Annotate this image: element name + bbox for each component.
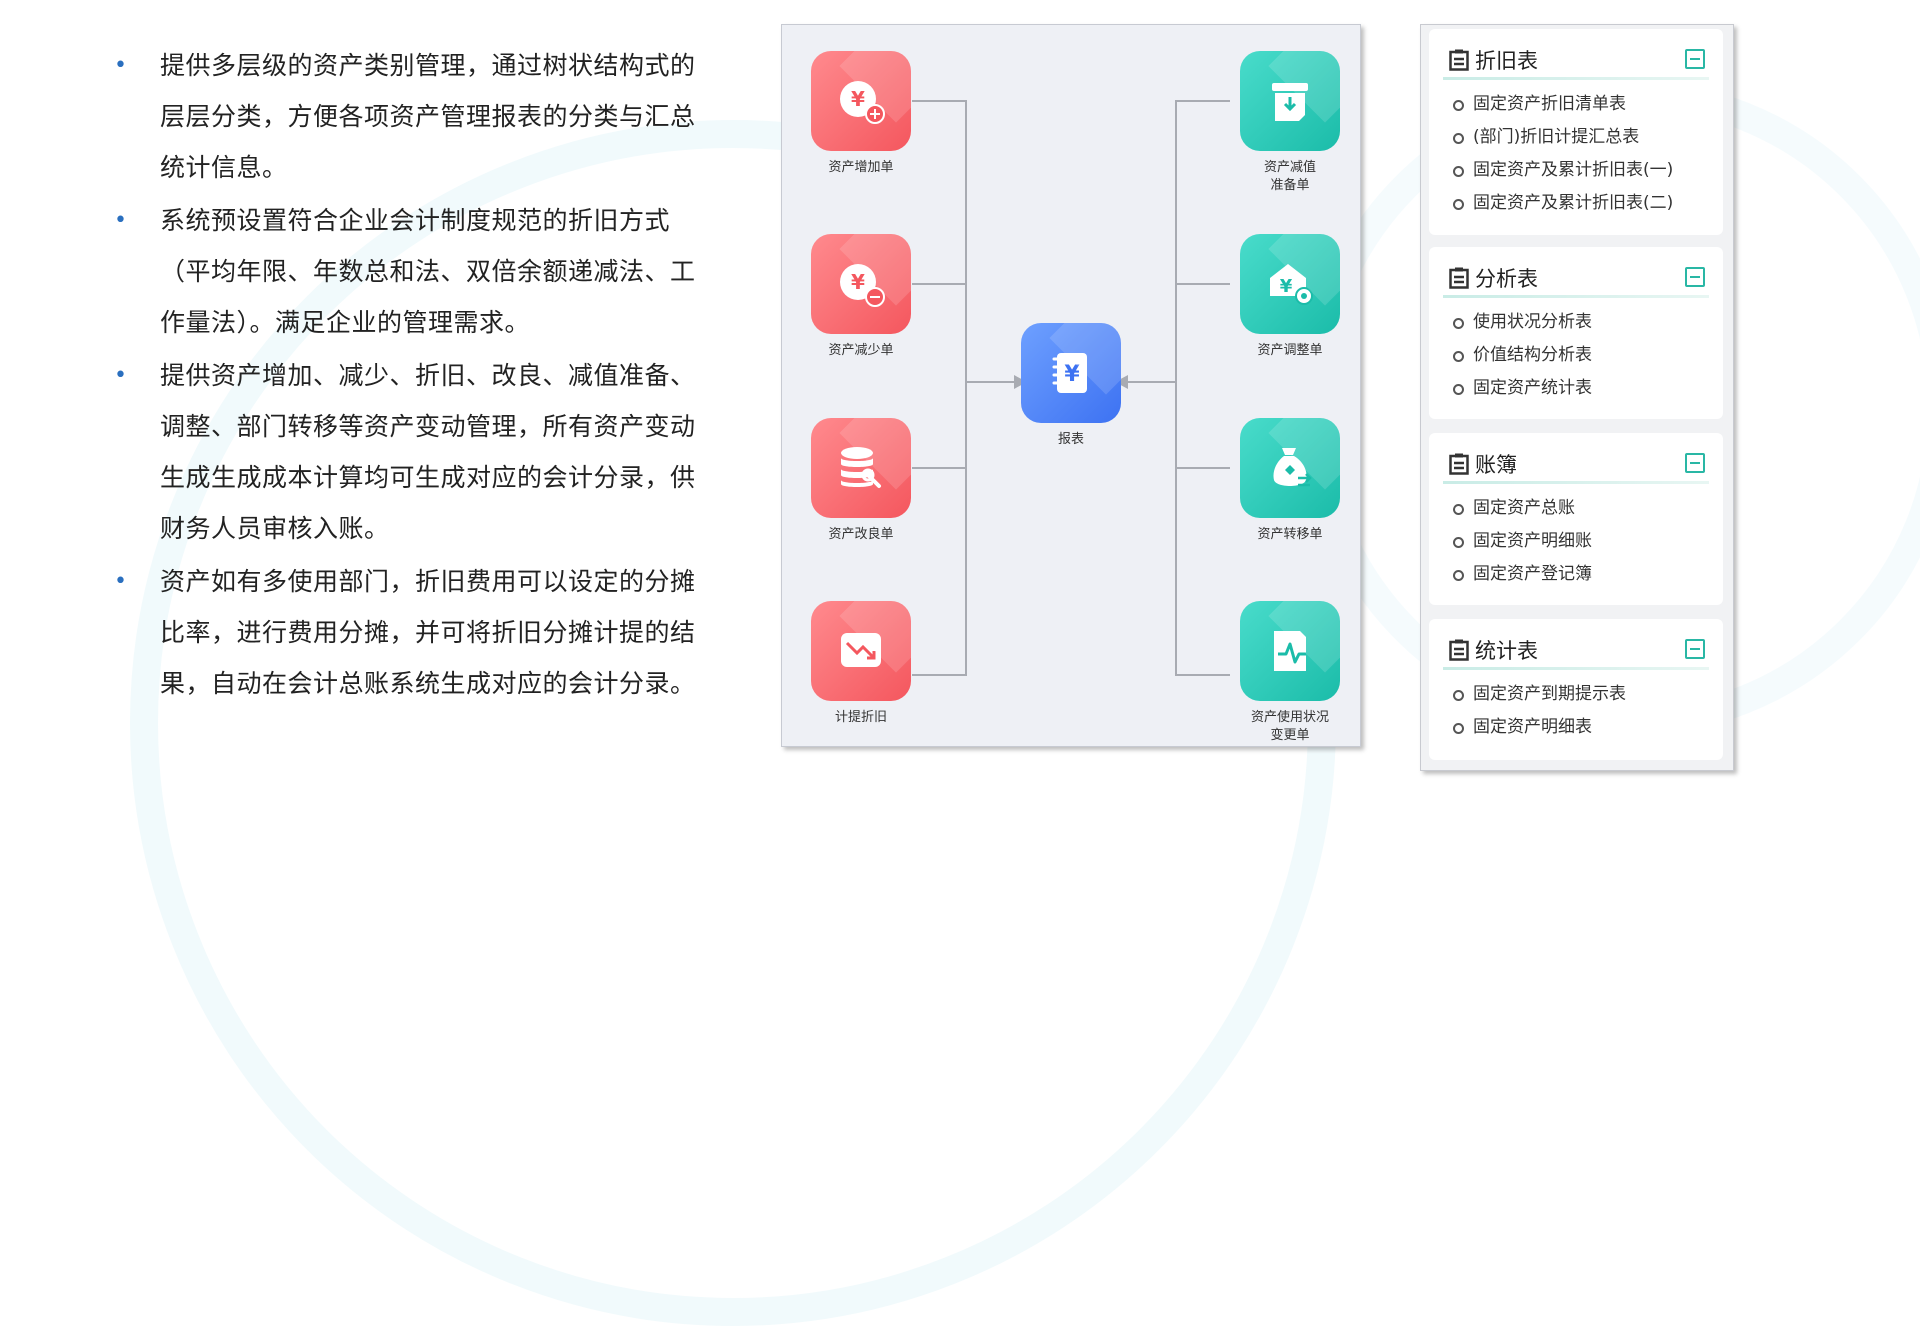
report-list: 固定资产到期提示表 固定资产明细表 — [1429, 670, 1723, 744]
svg-text:¥: ¥ — [1064, 362, 1080, 387]
report-item[interactable]: 固定资产到期提示表 — [1429, 678, 1723, 711]
report-item[interactable]: 固定资产统计表 — [1429, 372, 1723, 405]
report-group-ledger: 账簿 固定资产总账 固定资产明细账 固定资产登记簿 — [1429, 433, 1723, 605]
bullet-icon: • — [114, 569, 128, 594]
flow-node-label: 资产减值 准备单 — [1263, 160, 1316, 193]
download-box-icon — [1272, 83, 1308, 121]
bullet-icon: • — [114, 53, 128, 78]
circle-bullet-icon — [1453, 537, 1464, 548]
asset-flow-panel: ¥ 资产增加单 ¥ 资产减少单 — [781, 24, 1361, 747]
feature-text: 系统预设置符合企业会计制度规范的折旧方式（平均年限、年数总和法、双倍余额递减法、… — [160, 206, 696, 337]
flow-node-label: 资产使用状况 变更单 — [1250, 710, 1329, 743]
collapse-button[interactable] — [1685, 639, 1705, 659]
collapse-button[interactable] — [1685, 49, 1705, 69]
document-icon — [1449, 639, 1469, 661]
circle-bullet-icon — [1453, 384, 1464, 395]
divider — [1443, 77, 1709, 80]
report-panel: 折旧表 固定资产折旧清单表 (部门)折旧计提汇总表 固定资产及累计折旧表(一) … — [1420, 24, 1734, 771]
report-list: 固定资产总账 固定资产明细账 固定资产登记簿 — [1429, 484, 1723, 591]
report-item[interactable]: (部门)折旧计提汇总表 — [1429, 121, 1723, 154]
report-group-title: 分析表 — [1475, 267, 1538, 291]
flow-node-impairment[interactable]: 资产减值 准备单 — [1230, 51, 1350, 195]
report-item[interactable]: 固定资产登记簿 — [1429, 558, 1723, 591]
circle-bullet-icon — [1453, 199, 1464, 210]
bullet-icon: • — [114, 363, 128, 388]
flow-node-report[interactable]: ¥ 报表 — [1011, 323, 1131, 449]
divider — [1443, 481, 1709, 484]
flow-node-label: 资产改良单 — [828, 527, 894, 542]
report-item[interactable]: 固定资产折旧清单表 — [1429, 88, 1723, 121]
divider — [1443, 667, 1709, 670]
svg-text:¥: ¥ — [851, 270, 865, 294]
flow-node-label: 计提折旧 — [834, 710, 887, 725]
feature-item: • 提供资产增加、减少、折旧、改良、减值准备、调整、部门转移等资产变动管理，所有资… — [110, 350, 710, 554]
flow-node-depreciation[interactable]: 计提折旧 — [801, 601, 921, 727]
report-item[interactable]: 价值结构分析表 — [1429, 339, 1723, 372]
flow-node-transfer[interactable]: 资产转移单 — [1230, 418, 1350, 544]
feature-text: 资产如有多使用部门，折旧费用可以设定的分摊比率，进行费用分摊，并可将折旧分摊计提… — [160, 567, 696, 698]
money-bag-transfer-icon — [1273, 448, 1312, 487]
collapse-button[interactable] — [1685, 453, 1705, 473]
document-icon — [1449, 267, 1469, 289]
flow-node-adjustment[interactable]: ¥ 资产调整单 — [1230, 234, 1350, 360]
report-list: 固定资产折旧清单表 (部门)折旧计提汇总表 固定资产及累计折旧表(一) 固定资产… — [1429, 80, 1723, 220]
flow-node-asset-decrease[interactable]: ¥ 资产减少单 — [801, 234, 921, 360]
svg-text:¥: ¥ — [1280, 276, 1293, 297]
feature-item: • 资产如有多使用部门，折旧费用可以设定的分摊比率，进行费用分摊，并可将折旧分摊计… — [110, 556, 710, 709]
feature-list: • 提供多层级的资产类别管理，通过树状结构式的层层分类，方便各项资产管理报表的分类… — [110, 40, 710, 709]
database-wrench-icon — [841, 447, 881, 488]
document-icon — [1449, 453, 1469, 475]
report-item[interactable]: 固定资产明细表 — [1429, 711, 1723, 744]
report-group-analysis: 分析表 使用状况分析表 价值结构分析表 固定资产统计表 — [1429, 247, 1723, 419]
circle-bullet-icon — [1453, 318, 1464, 329]
flow-node-asset-increase[interactable]: ¥ 资产增加单 — [801, 51, 921, 177]
report-item[interactable]: 固定资产及累计折旧表(一) — [1429, 154, 1723, 187]
trend-down-icon — [841, 633, 881, 667]
circle-bullet-icon — [1453, 504, 1464, 515]
flow-node-label: 资产转移单 — [1257, 527, 1323, 542]
flow-node-label: 报表 — [1057, 432, 1084, 447]
report-group-title: 折旧表 — [1475, 49, 1538, 73]
circle-bullet-icon — [1453, 723, 1464, 734]
flow-node-asset-improvement[interactable]: 资产改良单 — [801, 418, 921, 544]
circle-bullet-icon — [1453, 570, 1464, 581]
report-list: 使用状况分析表 价值结构分析表 固定资产统计表 — [1429, 298, 1723, 405]
flow-connectors — [912, 100, 1230, 676]
report-item[interactable]: 固定资产总账 — [1429, 492, 1723, 525]
report-item[interactable]: 固定资产及累计折旧表(二) — [1429, 187, 1723, 220]
report-group-depreciation: 折旧表 固定资产折旧清单表 (部门)折旧计提汇总表 固定资产及累计折旧表(一) … — [1429, 29, 1723, 235]
circle-bullet-icon — [1453, 133, 1464, 144]
svg-text:¥: ¥ — [851, 87, 865, 111]
circle-bullet-icon — [1453, 351, 1464, 362]
collapse-button[interactable] — [1685, 267, 1705, 287]
feature-text: 提供多层级的资产类别管理，通过树状结构式的层层分类，方便各项资产管理报表的分类与… — [160, 51, 696, 182]
circle-bullet-icon — [1453, 166, 1464, 177]
document-icon — [1449, 49, 1469, 71]
feature-item: • 系统预设置符合企业会计制度规范的折旧方式（平均年限、年数总和法、双倍余额递减法… — [110, 195, 710, 348]
yuan-book-icon: ¥ — [1052, 353, 1087, 393]
report-group-title: 账簿 — [1475, 453, 1517, 477]
circle-bullet-icon — [1453, 690, 1464, 701]
flow-node-label: 资产减少单 — [828, 343, 894, 358]
yuan-minus-icon: ¥ — [840, 264, 885, 307]
arrow-left-icon — [1115, 375, 1128, 389]
yuan-plus-icon: ¥ — [840, 81, 885, 124]
connector-line — [1175, 100, 1230, 676]
report-group-statistics: 统计表 固定资产到期提示表 固定资产明细表 — [1429, 619, 1723, 760]
bullet-icon: • — [114, 208, 128, 233]
flow-node-label: 资产增加单 — [828, 160, 894, 175]
report-group-title: 统计表 — [1475, 639, 1538, 663]
feature-text: 提供资产增加、减少、折旧、改良、减值准备、调整、部门转移等资产变动管理，所有资产… — [160, 361, 696, 543]
connector-line — [912, 100, 967, 676]
flow-node-label: 资产调整单 — [1257, 343, 1323, 358]
yuan-gear-icon: ¥ — [1270, 264, 1313, 305]
flow-node-usage-change[interactable]: 资产使用状况 变更单 — [1230, 601, 1350, 745]
feature-item: • 提供多层级的资产类别管理，通过树状结构式的层层分类，方便各项资产管理报表的分类… — [110, 40, 710, 193]
circle-bullet-icon — [1453, 100, 1464, 111]
report-item[interactable]: 固定资产明细账 — [1429, 525, 1723, 558]
divider — [1443, 295, 1709, 298]
pulse-chart-icon — [1274, 631, 1306, 671]
report-item[interactable]: 使用状况分析表 — [1429, 306, 1723, 339]
